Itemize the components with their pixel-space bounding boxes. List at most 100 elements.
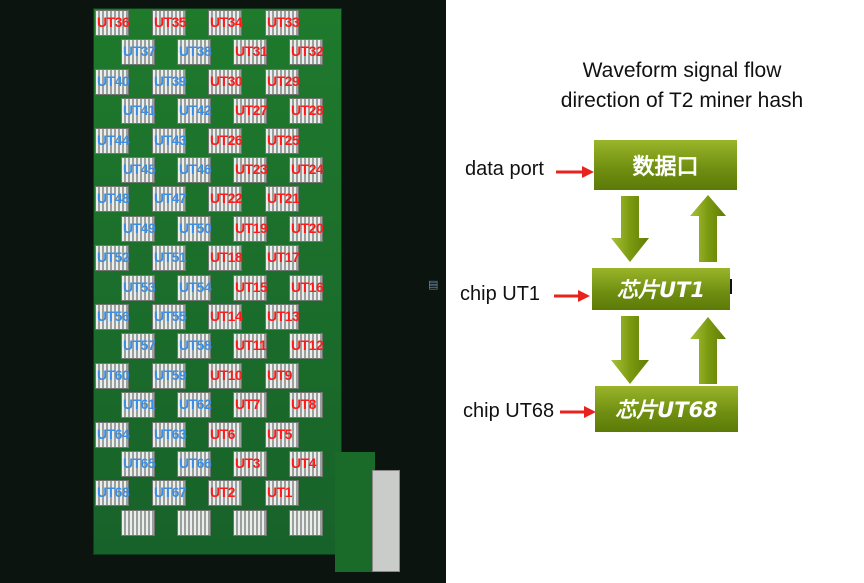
heatsink — [152, 480, 186, 507]
heatsink — [208, 68, 242, 95]
heatsink — [152, 68, 186, 95]
heatsink — [265, 304, 299, 330]
heatsink — [121, 333, 155, 360]
heatsink — [208, 127, 242, 154]
chip-label: UT54 — [179, 278, 212, 295]
chip-label: UT1 — [267, 484, 292, 501]
heatsink — [265, 245, 299, 272]
heatsink — [95, 421, 129, 448]
chip-label: UT30 — [210, 72, 243, 89]
heatsink — [208, 362, 242, 389]
heatsink — [152, 245, 186, 272]
chip-label: UT5 — [267, 425, 292, 442]
chip-label: UT39 — [154, 72, 187, 89]
heatsink — [121, 451, 155, 477]
heatsink — [289, 392, 323, 419]
chip-ut68-box: 芯片UT68 — [595, 386, 738, 432]
heatsink — [121, 215, 155, 242]
chip-label: UT22 — [210, 190, 243, 207]
chip-label: UT24 — [291, 161, 324, 177]
document-icon: ▤ — [428, 279, 439, 291]
heatsink — [177, 509, 211, 536]
heatsink — [233, 451, 267, 477]
chip-label: UT36 — [97, 14, 130, 30]
chip-label: UT21 — [267, 190, 300, 207]
heatsink — [95, 186, 129, 213]
heatsink — [265, 362, 299, 389]
arrow-down-ut1-to-ut68 — [611, 316, 649, 384]
chip-label: UT37 — [123, 43, 156, 60]
chip-label: UT9 — [267, 366, 292, 383]
chip-label: UT33 — [267, 14, 300, 30]
chip-label: UT12 — [291, 337, 324, 354]
chip-label: UT31 — [235, 43, 268, 60]
heatsink — [233, 98, 267, 125]
heatsink — [265, 68, 299, 95]
heatsink — [152, 362, 186, 389]
chip-label: UT19 — [235, 219, 268, 236]
data-connector — [372, 470, 400, 572]
heatsink — [208, 304, 242, 330]
arrow-up-ut1-to-port — [690, 195, 726, 262]
chip-label: UT50 — [179, 219, 212, 236]
heatsink — [233, 392, 267, 419]
chip-label: UT64 — [97, 425, 130, 442]
chip-label: UT56 — [97, 308, 130, 324]
chip-ut1-box: 芯片UT1 — [592, 268, 730, 310]
heatsink — [208, 245, 242, 272]
chip-label: UT42 — [179, 102, 212, 119]
chip-label: UT8 — [291, 396, 316, 413]
heatsink — [95, 480, 129, 507]
chip-label: UT16 — [291, 278, 324, 295]
data-port-box: 数据口 — [594, 140, 737, 190]
heatsink — [177, 274, 211, 301]
heatsink — [289, 509, 323, 536]
heatsink — [208, 186, 242, 213]
diagram-title: Waveform signal flow direction of T2 min… — [560, 59, 804, 112]
chip-label: UT67 — [154, 484, 187, 501]
heatsink — [95, 68, 129, 95]
heatsink — [233, 157, 267, 183]
chip-label: UT62 — [179, 396, 212, 413]
heatsink — [233, 215, 267, 242]
chip-label: UT48 — [97, 190, 130, 207]
chip-label: UT23 — [235, 161, 268, 177]
chip-label: UT38 — [179, 43, 212, 60]
chip-label: UT2 — [210, 484, 235, 501]
chip-label: UT57 — [123, 337, 156, 354]
chip-label: UT26 — [210, 131, 243, 148]
chip-label: UT34 — [210, 14, 243, 30]
heatsink — [95, 127, 129, 154]
heatsink — [152, 186, 186, 213]
chip-label: UT51 — [154, 249, 187, 266]
chip-label: UT7 — [235, 396, 260, 413]
heatsink — [265, 186, 299, 213]
heatsink — [95, 245, 129, 272]
chip-ut68-label: chip UT68 — [463, 400, 555, 422]
chip-label: UT27 — [235, 102, 268, 119]
chip-label: UT60 — [97, 366, 130, 383]
chip-label: UT32 — [291, 43, 324, 60]
heatsink — [95, 304, 129, 330]
heatsink — [289, 98, 323, 125]
arrow-up-ut68-to-ut1 — [690, 317, 726, 384]
heatsink — [121, 509, 155, 536]
chip-label: UT66 — [179, 455, 212, 471]
heatsink — [233, 39, 267, 66]
chip-label: UT49 — [123, 219, 156, 236]
heatsink — [289, 274, 323, 301]
heatsink — [152, 127, 186, 154]
heatsink — [265, 480, 299, 507]
heatsink — [289, 39, 323, 66]
heatsink — [95, 362, 129, 389]
chip-label: UT58 — [179, 337, 212, 354]
heatsink — [177, 39, 211, 66]
chip-ut1-label: chip UT1 — [460, 283, 541, 305]
heatsink — [265, 10, 299, 36]
chip-label: UT40 — [97, 72, 130, 89]
chip-label: UT53 — [123, 278, 156, 295]
heatsink — [289, 333, 323, 360]
chip-label: UT3 — [235, 455, 260, 471]
arrow-down-port-to-ut1 — [611, 196, 649, 262]
